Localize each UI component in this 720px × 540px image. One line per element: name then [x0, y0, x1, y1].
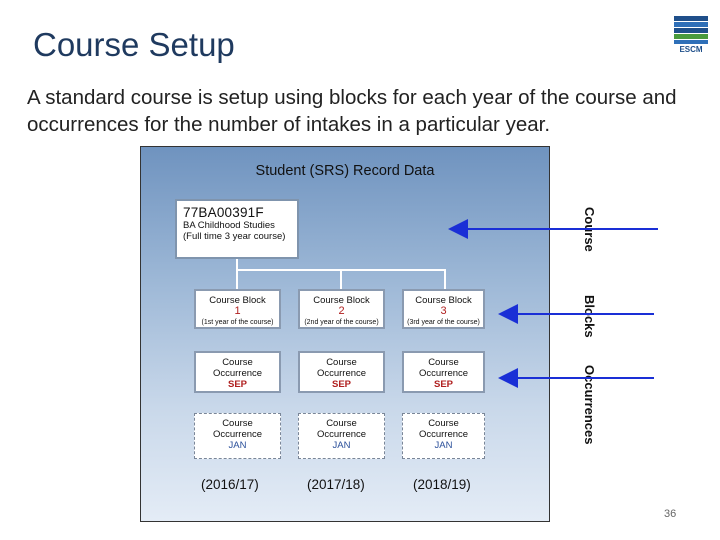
occurrence-line2: Occurrence	[212, 429, 263, 440]
occurrence-line1: Course	[326, 357, 357, 368]
occurrence-line2: Occurrence	[316, 429, 367, 440]
slide-title: Course Setup	[33, 26, 235, 63]
course-name: BA Childhood Studies	[183, 220, 275, 231]
connector-line	[236, 269, 238, 289]
occurrence-line2: Occurrence	[212, 368, 263, 379]
occurrence-line2: Occurrence	[418, 368, 469, 379]
occurrence-line1: Course	[428, 418, 459, 429]
occurrence-jan-2: Course Occurrence JAN	[298, 413, 385, 459]
block-label: Course Block	[209, 295, 266, 306]
block-number: 1	[234, 305, 241, 317]
occurrence-intake: SEP	[331, 379, 351, 390]
occurrence-intake: JAN	[434, 440, 453, 451]
occurrence-intake: JAN	[332, 440, 351, 451]
occurrence-jan-3: Course Occurrence JAN	[402, 413, 485, 459]
occurrence-intake: SEP	[433, 379, 453, 390]
escm-logo: ESCM	[672, 14, 710, 54]
occurrence-intake: JAN	[228, 440, 247, 451]
course-block-3: Course Block 3 (3rd year of the course)	[402, 289, 485, 329]
occurrence-line1: Course	[222, 418, 253, 429]
course-code: 77BA00391F	[183, 205, 264, 220]
connector-line	[444, 269, 446, 289]
intro-text: A standard course is setup using blocks …	[27, 86, 677, 136]
connector-line	[236, 259, 238, 271]
connector-line	[340, 269, 342, 289]
course-block-1: Course Block 1 (1st year of the course)	[194, 289, 281, 329]
block-number: 3	[440, 305, 447, 317]
occurrence-sep-3: Course Occurrence SEP	[402, 351, 485, 393]
side-label-occurrences: Occurrences	[582, 365, 597, 445]
course-mode: (Full time 3 year course)	[183, 231, 286, 242]
side-label-blocks: Blocks	[582, 295, 597, 338]
occurrence-sep-1: Course Occurrence SEP	[194, 351, 281, 393]
logo-text: ESCM	[679, 45, 702, 54]
block-desc: (2nd year of the course)	[304, 319, 379, 326]
block-number: 2	[338, 305, 345, 317]
occurrence-line2: Occurrence	[418, 429, 469, 440]
course-block-2: Course Block 2 (2nd year of the course)	[298, 289, 385, 329]
block-label: Course Block	[313, 295, 370, 306]
occurrence-line1: Course	[222, 357, 253, 368]
block-desc: (1st year of the course)	[201, 319, 274, 326]
page-number: 36	[664, 508, 677, 520]
block-desc: (3rd year of the course)	[407, 319, 480, 326]
occurrence-line2: Occurrence	[316, 368, 367, 379]
block-label: Course Block	[415, 295, 472, 306]
occurrence-line1: Course	[326, 418, 357, 429]
year-label: (2018/19)	[413, 477, 471, 492]
diagram-title: Student (SRS) Record Data	[255, 163, 435, 179]
year-label: (2017/18)	[307, 477, 365, 492]
occurrence-line1: Course	[428, 357, 459, 368]
occurrence-jan-1: Course Occurrence JAN	[194, 413, 281, 459]
srs-diagram: Student (SRS) Record Data 77BA00391F BA …	[140, 146, 597, 522]
occurrence-intake: SEP	[227, 379, 247, 390]
course-box: 77BA00391F BA Childhood Studies (Full ti…	[175, 199, 299, 259]
year-label: (2016/17)	[201, 477, 259, 492]
occurrence-sep-2: Course Occurrence SEP	[298, 351, 385, 393]
